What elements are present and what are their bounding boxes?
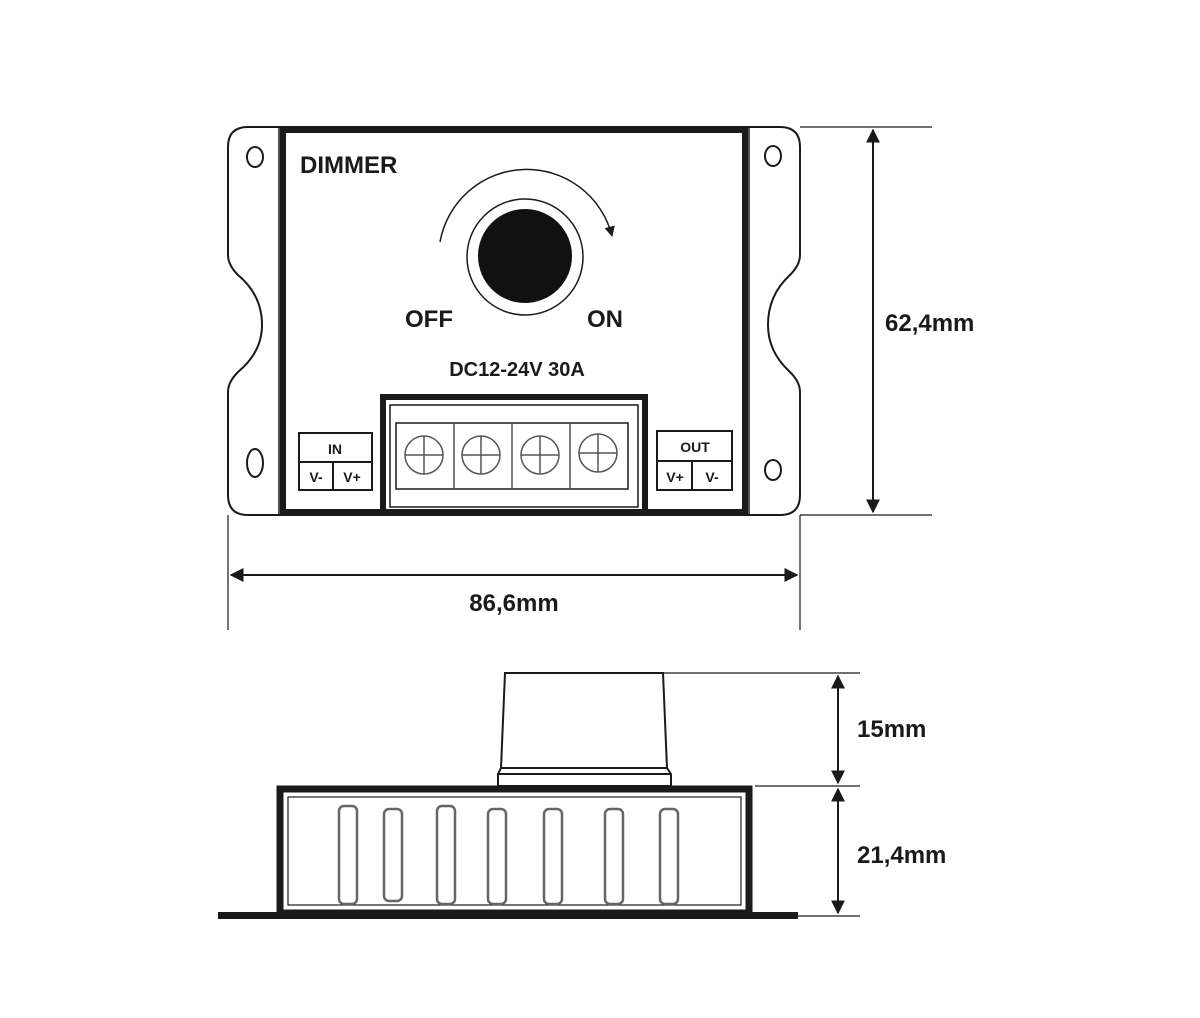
vent-slot	[435, 804, 457, 906]
mounting-plate-outline	[227, 126, 801, 516]
height-label: 62,4mm	[885, 310, 974, 337]
side-view	[218, 672, 798, 919]
height-dimension: 62,4mm	[800, 126, 974, 516]
mount-hole-bottom-left	[246, 448, 264, 478]
device-title: DIMMER	[300, 152, 397, 179]
screw-terminal-block	[380, 394, 648, 515]
housing-body	[280, 127, 748, 515]
in-header: IN	[328, 441, 342, 457]
vent-slot	[382, 807, 404, 903]
body-depth-dimension: 21,4mm	[798, 787, 946, 917]
vent-slot	[658, 807, 680, 906]
output-terminal-label: OUT V+ V-	[656, 430, 733, 491]
input-terminal-label: IN V- V+	[298, 432, 373, 491]
rating-label: DC12-24V 30A	[449, 359, 585, 381]
screw-icon	[461, 435, 501, 475]
housing-side	[276, 785, 753, 917]
in-v-plus: V+	[343, 469, 361, 485]
width-dimension: 86,6mm	[227, 515, 801, 630]
mount-hole-top-right	[764, 145, 782, 167]
rotation-arrow-icon	[439, 168, 615, 243]
knob-height-dimension: 15mm	[663, 672, 926, 787]
knob-ring	[466, 198, 584, 316]
mount-hole-top-left	[246, 146, 264, 168]
top-view: DIMMER OFF ON DC12-24V 30A	[227, 126, 801, 516]
knob-collar	[497, 767, 672, 787]
out-v-minus: V-	[705, 469, 719, 485]
mount-hole-bottom-right	[764, 459, 782, 481]
dimmer-knob[interactable]	[478, 209, 572, 303]
body-depth-label: 21,4mm	[857, 842, 946, 869]
screw-icon	[578, 433, 618, 473]
vent-slot	[542, 807, 564, 906]
housing-outer-line	[278, 126, 750, 516]
housing-side-inner	[287, 796, 742, 906]
vent-slots	[337, 804, 680, 906]
vent-slot	[603, 807, 625, 906]
on-label: ON	[587, 306, 623, 333]
screw-icon	[520, 435, 560, 475]
in-v-minus: V-	[309, 469, 323, 485]
vent-slot	[486, 807, 508, 906]
width-label: 86,6mm	[469, 590, 558, 617]
screw-icon	[404, 435, 444, 475]
vent-slot	[337, 804, 359, 906]
out-header: OUT	[680, 439, 710, 455]
out-v-plus: V+	[666, 469, 684, 485]
knob-height-label: 15mm	[857, 716, 926, 743]
knob-side	[499, 672, 669, 769]
off-label: OFF	[405, 306, 453, 333]
